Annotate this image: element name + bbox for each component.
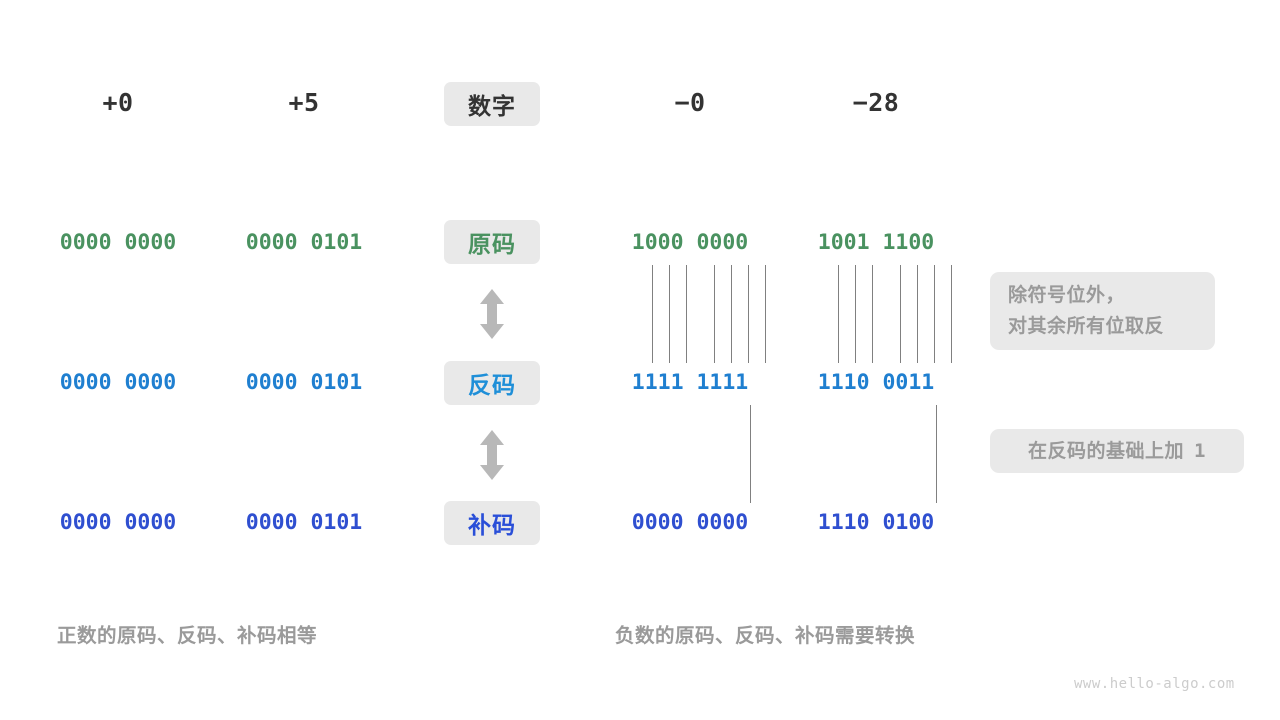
cell-ones-complement-pos-zero: 0000 0000 bbox=[59, 370, 177, 395]
row-label-twos-complement: 补码 bbox=[444, 501, 540, 545]
connector-invert-neg-zero-bit2 bbox=[669, 265, 670, 363]
note-add-one-text: 在反码的基础上加 bbox=[1028, 439, 1185, 462]
cell-ones-complement-neg-28: 1110 0011 bbox=[817, 370, 935, 395]
cell-twos-complement-pos-five: 0000 0101 bbox=[245, 510, 363, 535]
connector-invert-neg-zero-bit1 bbox=[652, 265, 653, 363]
connector-invert-neg-zero-bit4 bbox=[714, 265, 715, 363]
connector-invert-neg-zero-bit7 bbox=[765, 265, 766, 363]
caption-negative: 负数的原码、反码、补码需要转换 bbox=[615, 624, 916, 647]
connector-invert-neg-28-bit3 bbox=[872, 265, 873, 363]
cell-ones-complement-pos-five: 0000 0101 bbox=[245, 370, 363, 395]
header-value-pos-zero: +0 bbox=[102, 88, 134, 117]
connector-invert-neg-28-bit6 bbox=[934, 265, 935, 363]
cell-ones-complement-neg-zero: 1111 1111 bbox=[631, 370, 749, 395]
header-value-neg-zero: −0 bbox=[674, 88, 706, 117]
double-headed-arrow-icon bbox=[480, 289, 504, 339]
header-label-number: 数字 bbox=[444, 82, 540, 126]
cell-twos-complement-pos-zero: 0000 0000 bbox=[59, 510, 177, 535]
arrow-ones-complement-to-twos-complement bbox=[475, 429, 509, 485]
arrow-sign-magnitude-to-ones-complement bbox=[475, 288, 509, 344]
cell-twos-complement-neg-zero: 0000 0000 bbox=[631, 510, 749, 535]
note-invert-bits: 除符号位外， 对其余所有位取反 bbox=[990, 272, 1215, 350]
note-add-one-value: 1 bbox=[1194, 439, 1206, 462]
connector-invert-neg-zero-bit6 bbox=[748, 265, 749, 363]
connector-invert-neg-zero-bit5 bbox=[731, 265, 732, 363]
connector-invert-neg-28-bit4 bbox=[900, 265, 901, 363]
cell-sign-magnitude-neg-28: 1001 1100 bbox=[817, 230, 935, 255]
header-value-neg-28: −28 bbox=[852, 88, 900, 117]
watermark: www.hello-algo.com bbox=[1074, 676, 1235, 692]
connector-invert-neg-28-bit5 bbox=[917, 265, 918, 363]
cell-twos-complement-neg-28: 1110 0100 bbox=[817, 510, 935, 535]
cell-sign-magnitude-neg-zero: 1000 0000 bbox=[631, 230, 749, 255]
cell-sign-magnitude-pos-five: 0000 0101 bbox=[245, 230, 363, 255]
double-headed-arrow-icon bbox=[480, 430, 504, 480]
caption-positive: 正数的原码、反码、补码相等 bbox=[57, 624, 318, 647]
note-invert-bits-line-2: 对其余所有位取反 bbox=[1008, 315, 1165, 337]
connector-addone-neg-28-lsb bbox=[936, 405, 937, 503]
row-label-sign-magnitude: 原码 bbox=[444, 220, 540, 264]
note-add-one: 在反码的基础上加 1 bbox=[990, 429, 1244, 473]
note-invert-bits-line-1: 除符号位外， bbox=[1008, 284, 1126, 306]
connector-invert-neg-28-bit7 bbox=[951, 265, 952, 363]
connector-invert-neg-28-bit2 bbox=[855, 265, 856, 363]
header-value-pos-five: +5 bbox=[288, 88, 320, 117]
connector-invert-neg-28-bit1 bbox=[838, 265, 839, 363]
cell-sign-magnitude-pos-zero: 0000 0000 bbox=[59, 230, 177, 255]
row-label-ones-complement: 反码 bbox=[444, 361, 540, 405]
connector-invert-neg-zero-bit3 bbox=[686, 265, 687, 363]
connector-addone-neg-zero-lsb bbox=[750, 405, 751, 503]
